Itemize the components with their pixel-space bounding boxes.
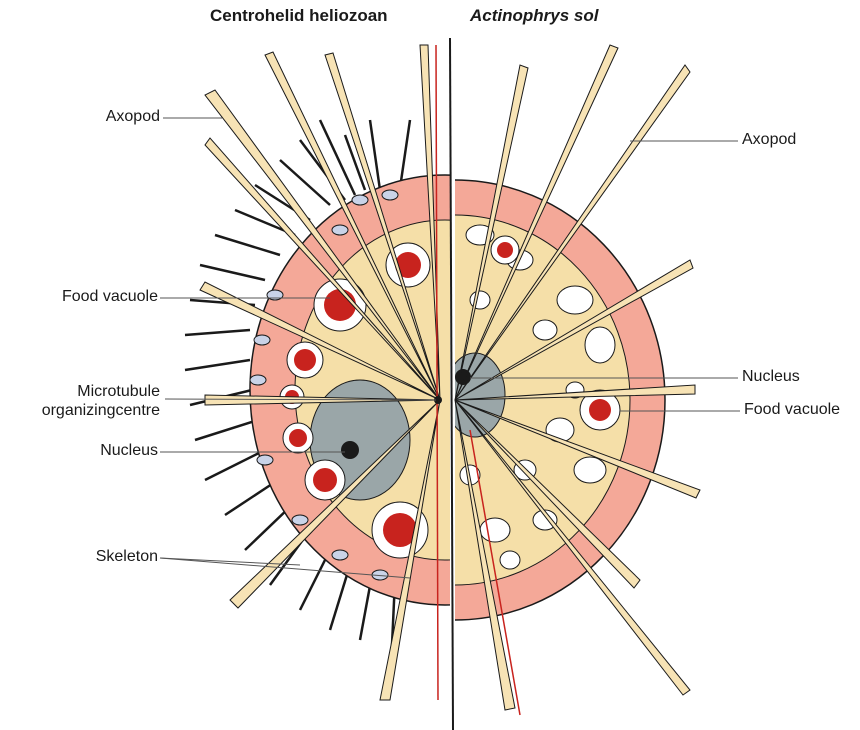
label-nucleus-left: Nucleus <box>40 442 158 460</box>
label-mtoc-line1: Microtubule <box>20 383 160 401</box>
label-skeleton: Skeleton <box>40 548 158 566</box>
divider-line <box>450 38 453 730</box>
nucleolus <box>341 441 359 459</box>
label-food-vacuole-right: Food vacuole <box>744 401 840 419</box>
label-nucleus-right: Nucleus <box>742 368 800 386</box>
label-mtoc-line2: organizingcentre <box>5 402 160 420</box>
label-food-vacuole-left: Food vacuole <box>20 288 158 306</box>
label-axopod-right: Axopod <box>742 131 796 149</box>
label-axopod-left: Axopod <box>60 108 160 126</box>
